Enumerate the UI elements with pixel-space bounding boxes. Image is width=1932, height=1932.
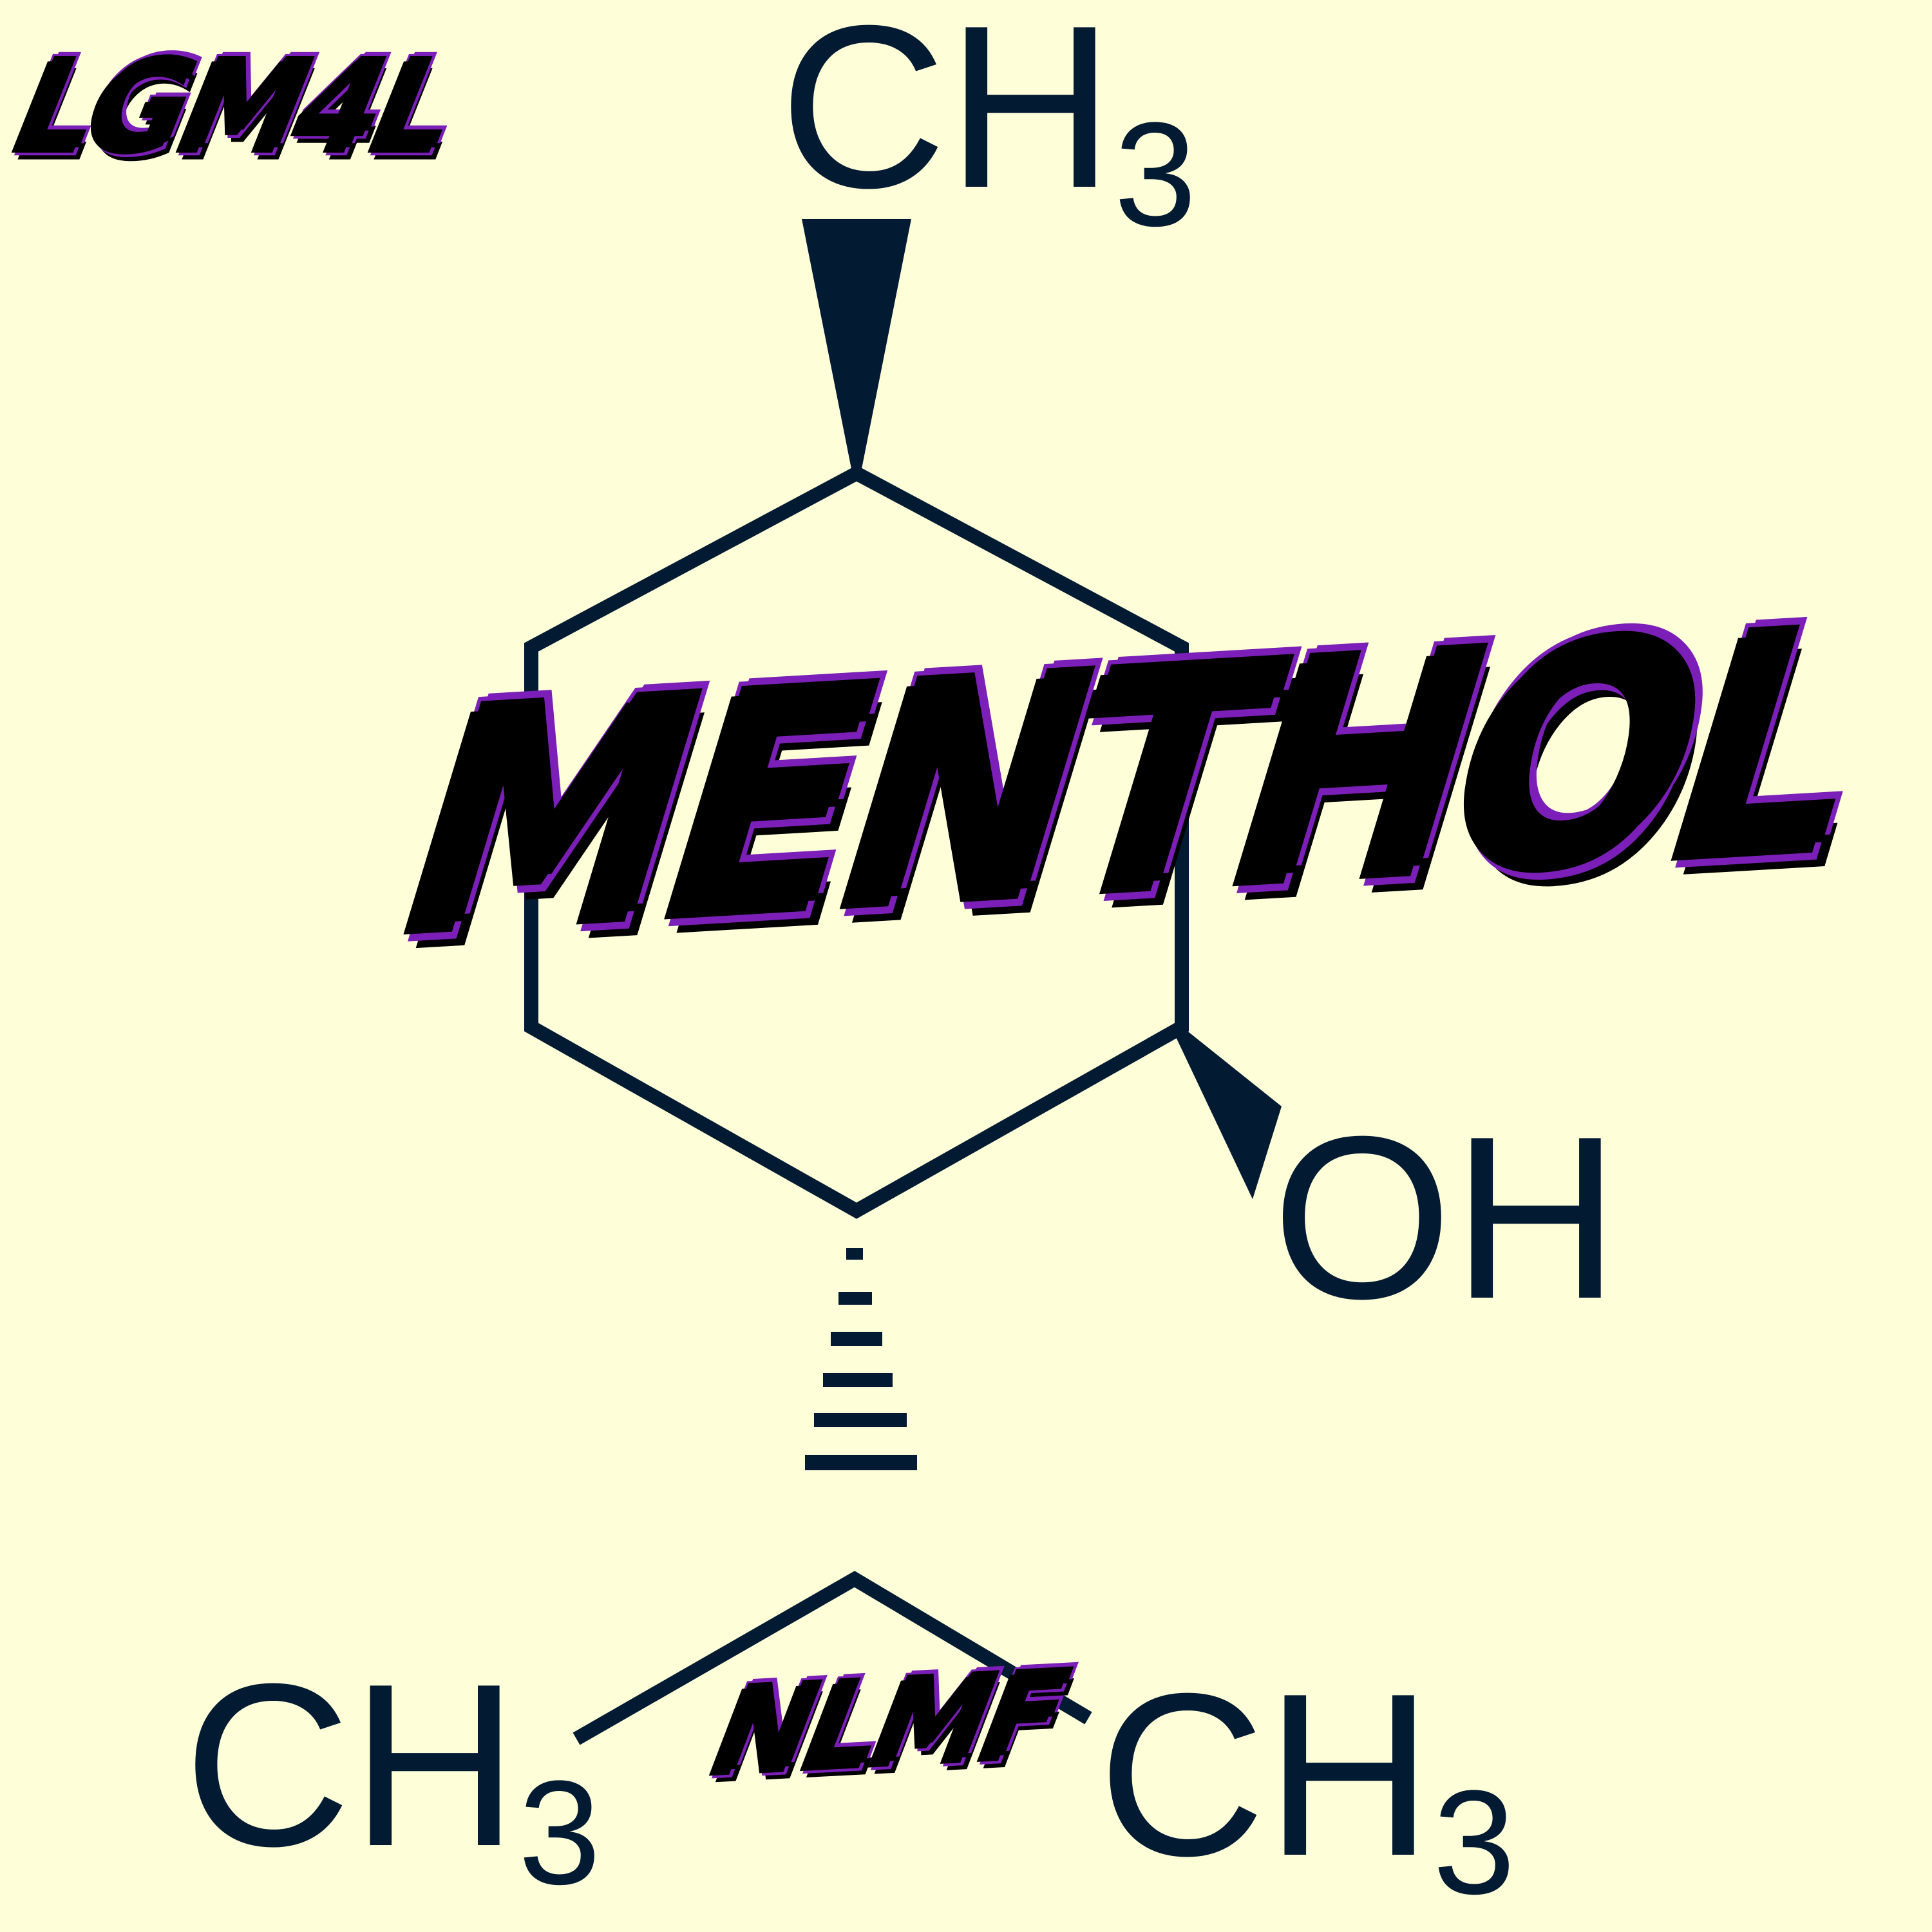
top-methyl-label: CH3 [779,0,1197,257]
hydroxyl-wedge-bond [1173,1024,1282,1199]
bottom-left-methyl-label: CH3 [184,1636,601,1915]
cyclohexane-ring [524,465,1189,1219]
isopropyl-branch-bonds [573,1571,1092,1745]
isopropyl-hashed-bond [805,1248,917,1470]
top-methyl-wedge-bond [802,219,911,469]
artist-tag-top-left: LGM4L [7,29,469,179]
hydroxyl-label: OH [1272,1088,1620,1347]
artist-tag-bottom: NLMF [705,1642,1077,1801]
bottom-right-methyl-label: CH3 [1098,1645,1515,1925]
